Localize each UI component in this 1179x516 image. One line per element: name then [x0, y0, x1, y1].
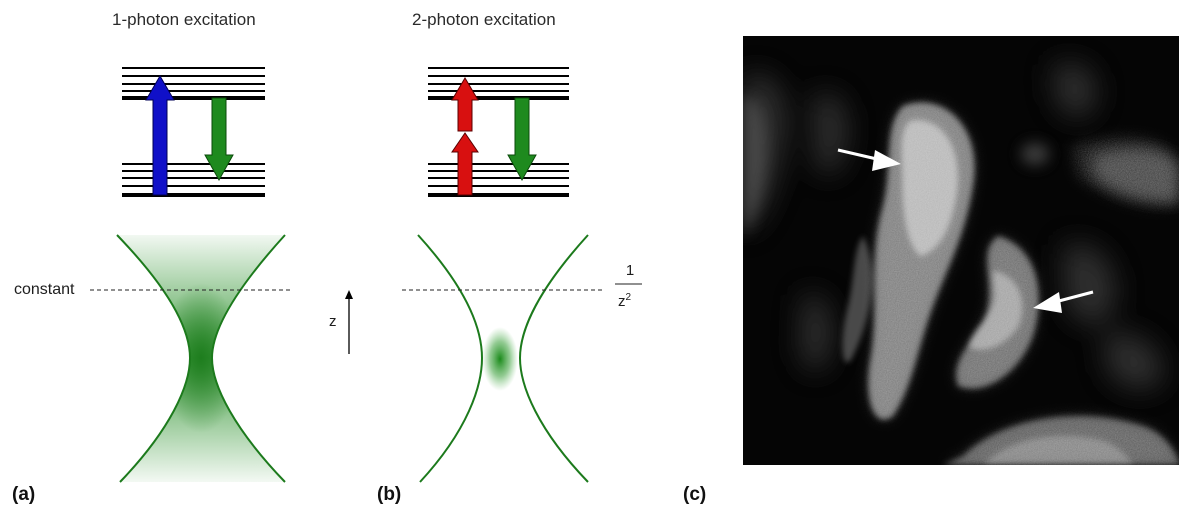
white-pointer-arrow-icon [1033, 290, 1094, 313]
panel-c-tag: (c) [683, 484, 707, 505]
z-axis-arrow [345, 290, 353, 354]
red-up-arrow-icon [451, 77, 479, 132]
red-up-arrow-icon [451, 132, 479, 196]
fraction-denominator-base: z [618, 293, 626, 310]
excitation-diagram [90, 67, 642, 483]
panel-b-energy-levels [428, 67, 569, 197]
constant-label: constant [14, 281, 75, 298]
white-pointer-arrow-icon [837, 148, 901, 171]
fraction-numerator: 1 [625, 262, 635, 279]
green-down-arrow-icon [204, 97, 234, 182]
panel-a-tag: (a) [12, 484, 36, 505]
micrograph-drawing [743, 36, 1179, 465]
panel-b-excitation-volume [417, 234, 589, 483]
panel-a-title: 1-photon excitation [112, 10, 256, 29]
panel-b-tag: (b) [377, 484, 402, 505]
fraction-exponent: 2 [625, 292, 632, 303]
fluorescence-micrograph [743, 36, 1179, 465]
panel-a-excitation-volume [116, 234, 286, 483]
z-axis-label: z [329, 313, 337, 330]
panel-b-title: 2-photon excitation [412, 10, 556, 29]
panel-a-energy-levels [122, 67, 265, 197]
green-down-arrow-icon [507, 97, 537, 182]
fraction-denominator: z2 [618, 292, 631, 310]
blue-up-arrow-icon [145, 75, 175, 196]
